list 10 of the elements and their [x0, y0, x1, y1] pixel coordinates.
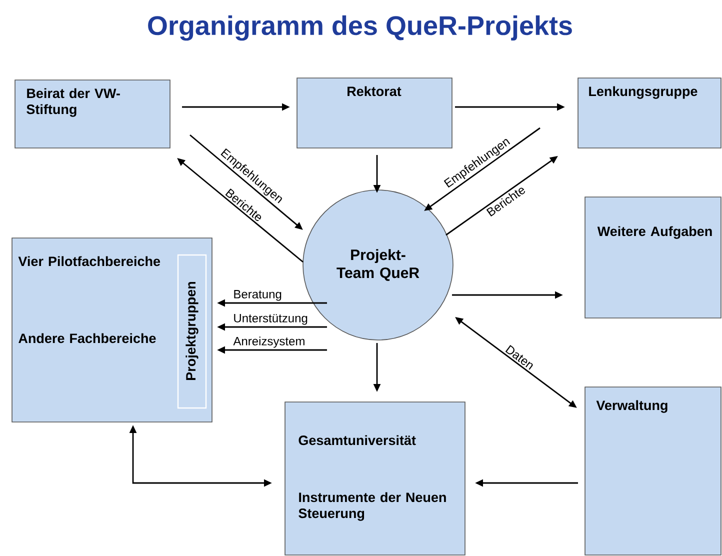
process-box: Verwaltung: [584, 386, 722, 556]
process-box: Beirat der VW-Stiftung: [14, 80, 170, 148]
process-box: Weitere Aufgaben: [584, 196, 722, 318]
edge-label: Anreizsystem: [233, 336, 304, 348]
process-box: Gesamtuniversität Instrumente der Neuen Steuerung: [284, 402, 466, 556]
title: Organigramm des QueR-Projekts: [148, 15, 572, 41]
group-label-box: Projektgruppen: [177, 254, 207, 409]
process-box: Lenkungsgruppe: [578, 78, 722, 148]
edge-label: Beratung: [234, 290, 282, 301]
process-box: Rektorat: [296, 78, 452, 148]
